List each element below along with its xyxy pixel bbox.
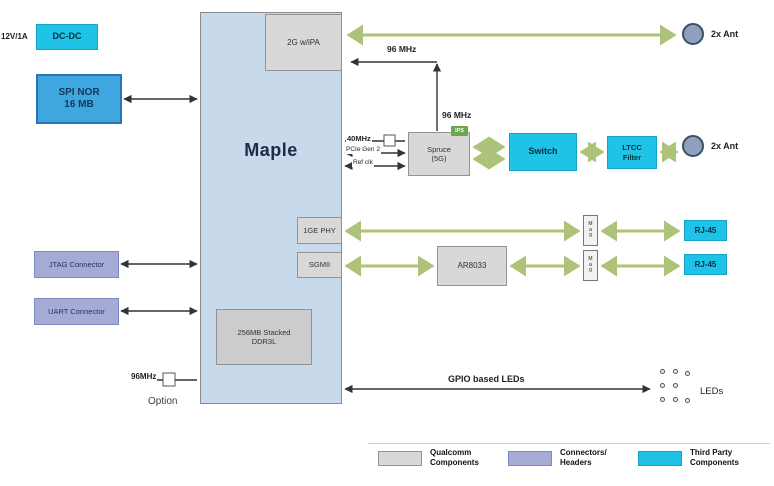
led-dot <box>685 398 690 403</box>
ddr3l-box: 256MB Stacked DDR3L <box>216 309 312 365</box>
led-dot <box>660 369 665 374</box>
legend-divider <box>368 443 770 444</box>
legend-third-party-label: Third Party Components <box>690 448 739 467</box>
switch-box: Switch <box>509 133 577 171</box>
magnetics-box-bottom: M a g <box>583 250 598 281</box>
sgmii-box: SGMII <box>297 252 342 278</box>
legend-qualcomm-swatch <box>378 451 422 466</box>
led-dot <box>660 383 665 388</box>
clk-96mhz-mid-label: 96 MHz <box>441 110 473 121</box>
led-dot <box>685 371 690 376</box>
legend-qualcomm-label: Qualcomm Components <box>430 448 479 467</box>
uart-connector-box: UART Connector <box>34 298 119 325</box>
option-label: Option <box>148 396 178 407</box>
power-input-label: 12V/1A <box>1 32 28 41</box>
legend-third-party-swatch <box>638 451 682 466</box>
dcdc-box: DC-DC <box>36 24 98 50</box>
rj45-port-top: RJ-45 <box>684 220 727 241</box>
ar8033-box: AR8033 <box>437 246 507 286</box>
maple-soc-label: Maple <box>244 140 298 160</box>
legend-connectors-label: Connectors/ Headers <box>560 448 607 467</box>
led-dot <box>673 369 678 374</box>
clk-40mhz-label: 40MHz <box>346 134 372 144</box>
jtag-connector-box: JTAG Connector <box>34 251 119 278</box>
ips-tag: IPS <box>451 126 468 136</box>
magnetics-box-top: M a g <box>583 215 598 246</box>
ge-phy-box: 1GE PHY <box>297 217 342 244</box>
antenna-top-label: 2x Ant <box>711 29 739 39</box>
antenna-icon-mid <box>682 135 704 157</box>
led-dot <box>673 383 678 388</box>
refclk-label: Ref clk <box>352 159 374 168</box>
spruce-5g-box: Spruce (5G) <box>408 132 470 176</box>
legend-connectors-swatch <box>508 451 552 466</box>
clk-96mhz-left-label: 96MHz <box>130 372 158 382</box>
ltcc-filter-box: LTCC Filter <box>607 136 657 169</box>
rj45-port-bottom: RJ-45 <box>684 254 727 275</box>
leds-label: LEDs <box>700 386 724 397</box>
gpio-leds-label: GPIO based LEDs <box>448 374 525 384</box>
antenna-mid-label: 2x Ant <box>711 141 739 151</box>
radio-2g-ipa-box: 2G w/iPA <box>265 14 342 71</box>
antenna-icon-top <box>682 23 704 45</box>
crystal-icons <box>162 134 396 387</box>
spi-nor-box: SPI NOR 16 MB <box>36 74 122 124</box>
rf-signal-wires <box>344 24 681 277</box>
led-dot <box>660 397 665 402</box>
led-dot <box>673 397 678 402</box>
pcie-gen2-label: PCIe Gen 2 <box>345 146 381 155</box>
clk-96mhz-top-label: 96 MHz <box>386 44 418 55</box>
